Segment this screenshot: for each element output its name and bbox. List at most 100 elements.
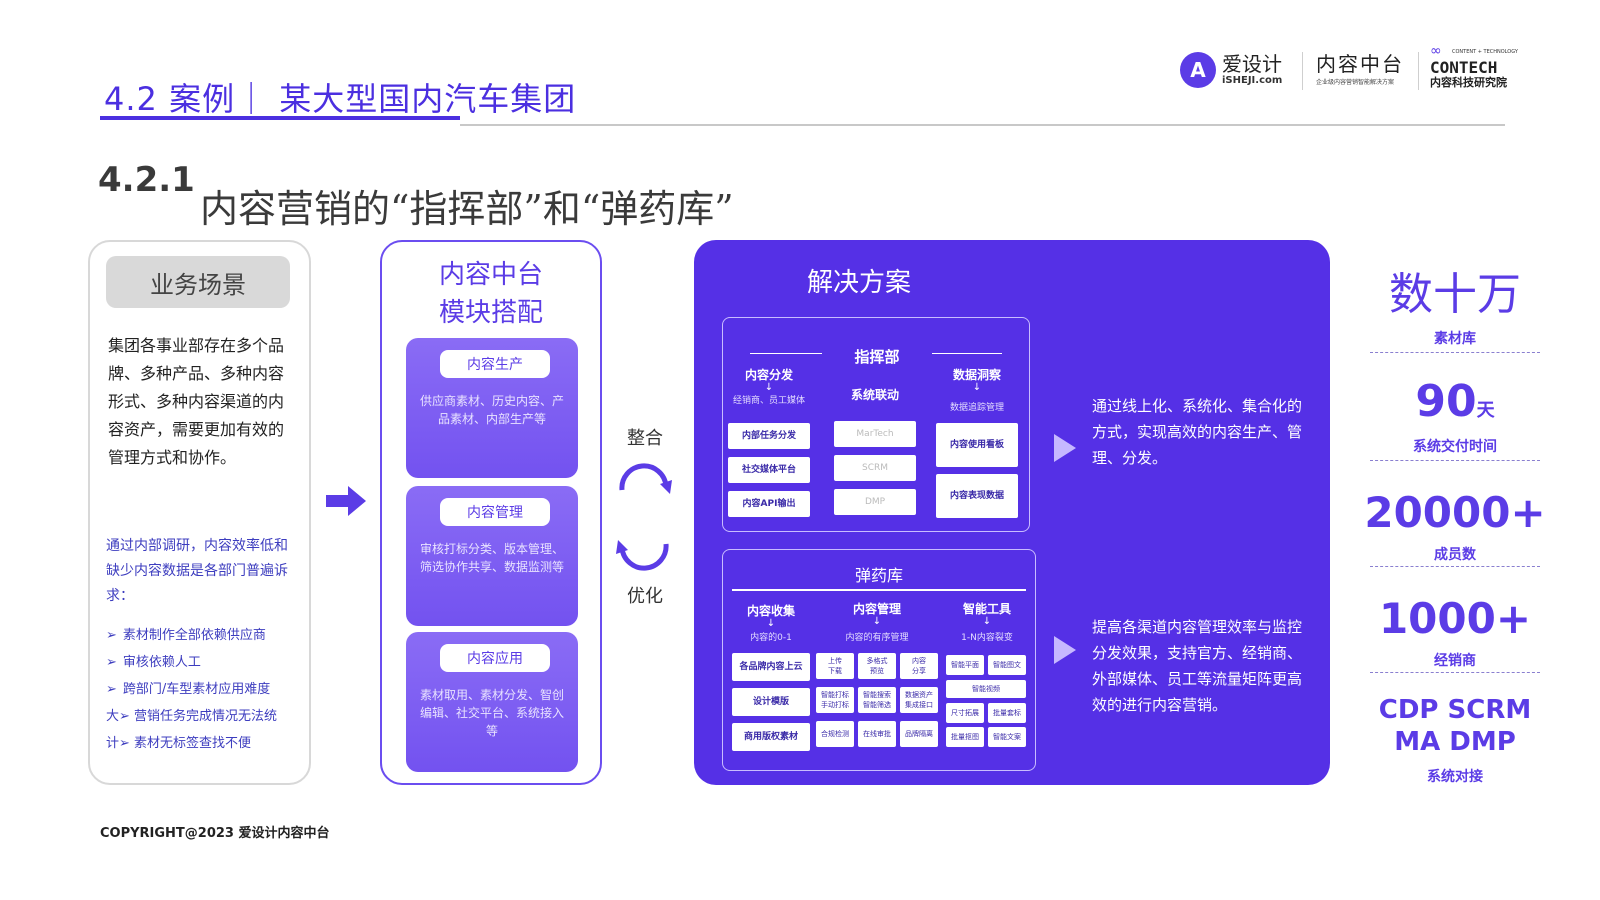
command-center-text: 通过线上化、系统化、集合化的方式，实现高效的内容生产、管理、分发。	[1092, 397, 1303, 467]
systems-label: 系统对接	[1427, 769, 1483, 785]
divider	[732, 589, 1026, 591]
list-item: 计➢ 素材无标签查找不便	[106, 736, 252, 751]
down-arrow-icon: ↓	[872, 616, 882, 627]
modules-title: 内容中台 模块搭配	[438, 260, 543, 328]
feature-box: 品牌隔离	[900, 721, 938, 747]
neirong-logo-name: 内容中台	[1316, 52, 1404, 76]
stat-unit: 天	[1476, 400, 1495, 421]
stat-divider	[1370, 352, 1540, 353]
feature-box: 智能打标 手动打标	[816, 687, 854, 713]
system-box: SCRM	[834, 455, 916, 481]
feature-box: 智能图文	[988, 655, 1026, 675]
feature-box: 商用版权素材	[732, 723, 810, 751]
flow-arrow-icon	[326, 486, 366, 516]
arrow-icon: ➢	[106, 655, 117, 670]
feature-box: 批量抠图	[946, 727, 984, 747]
feature-box: 智能视频	[946, 680, 1026, 698]
col-sub: 内容的0-1	[750, 633, 792, 643]
feature-box: 智能搜索 智能筛选	[858, 687, 896, 713]
feature-box: 在线审批	[858, 721, 896, 747]
solution-title: 解决方案	[806, 268, 911, 298]
list-item: ➢跨部门/车型素材应用难度	[106, 682, 271, 697]
module-label: 内容生产	[440, 350, 550, 378]
stat-value: 1000+	[1378, 594, 1532, 643]
cycle-label-optimize: 优化	[627, 586, 663, 607]
logo-divider	[1302, 52, 1303, 90]
col-sub: 1-N内容裂变	[961, 633, 1013, 643]
neirong-logo: 内容中台 企业级内容营销智能解决方案	[1316, 54, 1404, 86]
modules-panel	[380, 240, 602, 785]
feature-box: 内容使用看板	[936, 423, 1018, 467]
col-sub: 数据追踪管理	[949, 403, 1004, 413]
list-item: 大➢ 营销任务完成情况无法统	[106, 709, 278, 724]
down-arrow-icon: ↓	[982, 616, 992, 627]
module-label: 内容管理	[440, 498, 550, 526]
col-head: 系统联动	[850, 388, 899, 402]
feature-box: 合规检测	[816, 721, 854, 747]
subsection-number: 4.2.1	[98, 160, 195, 200]
col-sub: 内容的有序管理	[845, 633, 909, 643]
module-label: 内容应用	[440, 644, 550, 672]
stat-divider	[1370, 672, 1540, 673]
list-item: ➢审核依赖人工	[106, 655, 201, 670]
neirong-logo-tagline: 企业级内容营销智能解决方案	[1316, 79, 1395, 86]
feature-box: 数据资产 集成接口	[900, 687, 938, 713]
isheji-logo-icon: A	[1180, 52, 1216, 88]
play-arrow-icon	[1054, 636, 1076, 664]
feature-box: 智能平面	[946, 655, 984, 675]
arsenal-box	[722, 549, 1036, 771]
stat-label: 素材库	[1434, 331, 1476, 347]
feature-box: 智能文案	[988, 727, 1026, 747]
stat-label: 经销商	[1434, 653, 1476, 669]
isheji-logo-domain: iSHEJI.com	[1222, 75, 1283, 86]
feature-box: 各品牌内容上云	[732, 653, 810, 681]
stat-value: 20000+	[1364, 488, 1546, 537]
down-arrow-icon: ↓	[766, 618, 776, 629]
scenario-note: 通过内部调研，内容效率低和缺少内容数据是各部门普遍诉求：	[106, 538, 288, 604]
module-desc: 审核打标分类、版本管理、筛选协作共享、数据监测等	[420, 542, 565, 574]
contech-logo-icon: ∞	[1430, 43, 1442, 59]
arrow-icon: ➢	[106, 628, 117, 643]
module-card-application: 内容应用 素材取用、素材分发、智创编辑、社交平台、系统接入等	[406, 632, 578, 772]
feature-box: 社交媒体平台	[728, 457, 810, 483]
subsection-title: 内容营销的“指挥部”和“弹药库”	[200, 187, 734, 231]
title-underline-accent	[100, 116, 460, 120]
command-center-box	[722, 317, 1030, 532]
contech-logo: ∞ CONTENT + TECHNOLOGY CONTECH 内容科技研究院	[1430, 43, 1518, 89]
pain-point-list: ➢素材制作全部依赖供应商 ➢审核依赖人工 ➢跨部门/车型素材应用难度 大➢ 营销…	[106, 622, 306, 757]
module-desc: 素材取用、素材分发、智创编辑、社交平台、系统接入等	[420, 688, 565, 738]
module-card-production: 内容生产 供应商素材、历史内容、产品素材、内部生产等	[406, 338, 578, 478]
isheji-logo-name: 爱设计	[1222, 52, 1282, 76]
arsenal-title: 弹药库	[854, 566, 903, 585]
feature-box: 尺寸拓展	[946, 703, 984, 723]
feature-box: 内部任务分发	[728, 423, 810, 449]
command-center-title: 指挥部	[822, 346, 932, 367]
logo-divider	[1418, 52, 1419, 90]
col-head: 内容收集	[746, 604, 795, 618]
stat-divider	[1370, 460, 1540, 461]
arrow-icon: ➢	[106, 682, 117, 697]
play-arrow-icon	[1054, 434, 1076, 462]
feature-box: 内容表现数据	[936, 474, 1018, 518]
systems-list: CDP SCRM MA DMP	[1378, 695, 1532, 757]
scenario-body: 集团各事业部存在多个品牌、多种产品、多种内容形式、多种内容渠道的内容资产，需要更…	[108, 336, 285, 467]
down-arrow-icon: ↓	[764, 382, 774, 393]
stat-label: 系统交付时间	[1413, 439, 1497, 455]
col-head: 内容分发	[744, 368, 793, 382]
scenario-title: 业务场景	[106, 256, 290, 308]
feature-box: 上传 下载	[816, 653, 854, 679]
contech-logo-sub: 内容科技研究院	[1430, 76, 1507, 89]
list-item: ➢素材制作全部依赖供应商	[106, 628, 266, 643]
system-box: MarTech	[834, 421, 916, 447]
stat-divider	[1370, 566, 1540, 567]
scenario-panel	[88, 240, 311, 785]
isheji-logo: A 爱设计 iSHEJI.com	[1180, 52, 1282, 88]
stat-label: 成员数	[1434, 547, 1476, 563]
copyright: COPYRIGHT@2023 爱设计内容中台	[100, 826, 330, 841]
stat-value: 90天	[1415, 376, 1495, 427]
arsenal-text: 提高各渠道内容管理效率与监控分发效果，支持官方、经销商、外部媒体、员工等流量矩阵…	[1092, 618, 1303, 714]
feature-box: 批量套标	[988, 703, 1026, 723]
feature-box: 设计模版	[732, 688, 810, 716]
system-box: DMP	[834, 489, 916, 515]
title-underline	[460, 124, 1505, 126]
